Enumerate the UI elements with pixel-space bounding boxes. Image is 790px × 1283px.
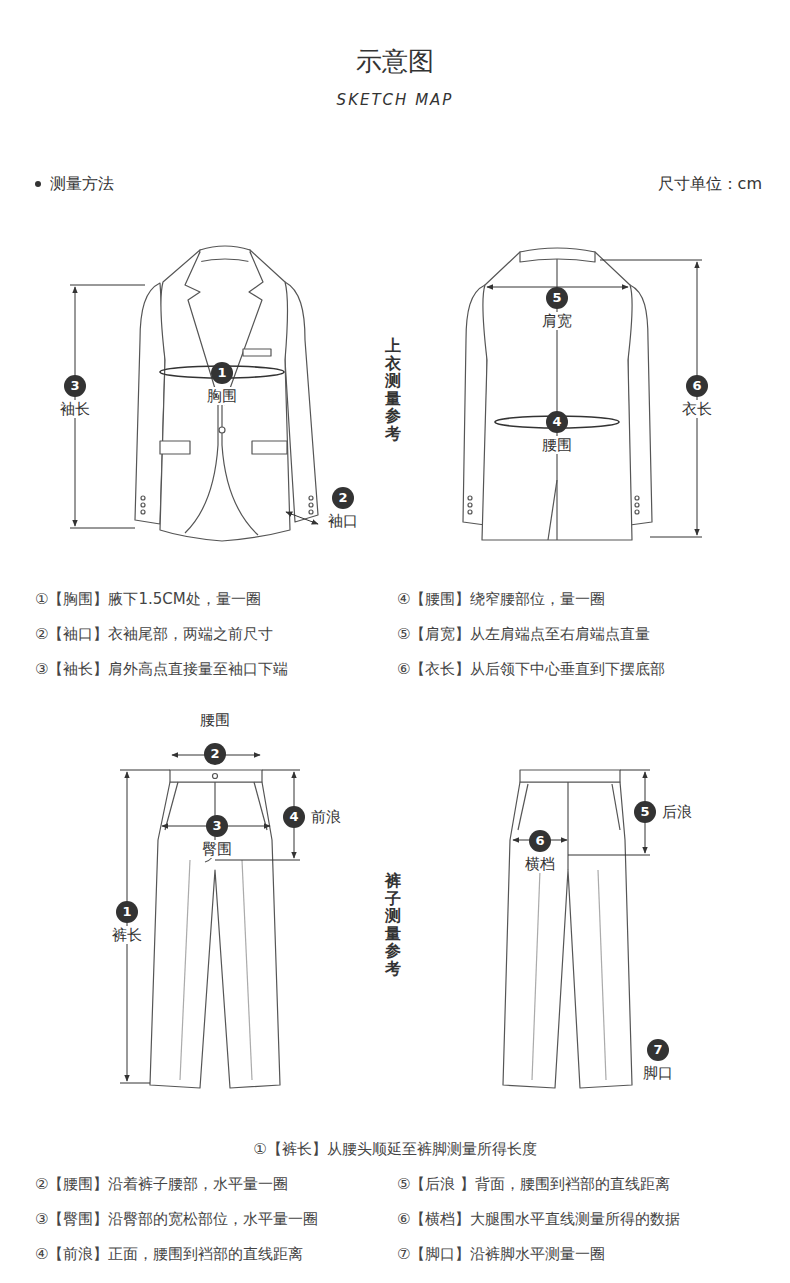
measure-name: 臀围 [200, 840, 234, 858]
callout-number: 4前浪 [283, 806, 305, 828]
callout-number: 4腰围 [546, 411, 568, 433]
measure-name: 腰围 [198, 711, 232, 729]
callout-digit: 6 [529, 830, 551, 852]
callout-digit: 3 [206, 815, 228, 837]
measure-name: 横档 [523, 855, 557, 873]
jacket-front [135, 246, 318, 541]
measure-note: ④【前浪】正面，腰围到裆部的直线距离 [35, 1245, 303, 1263]
subtitle: SKETCH MAP [337, 91, 454, 109]
measure-name: 裤长 [110, 926, 144, 944]
callout-number: 3臀围 [206, 815, 228, 837]
callout-number: 5肩宽 [546, 287, 568, 309]
measure-note: ⑦【脚口】沿裤脚水平测量一圈 [397, 1245, 605, 1263]
callout-digit: 2 [204, 743, 226, 765]
callout-digit: 1 [211, 362, 233, 384]
measure-name: 胸围 [205, 387, 239, 405]
callout-digit: 5 [634, 801, 656, 823]
measure-note: ②【腰围】沿着裤子腰部，水平量一圈 [35, 1175, 288, 1193]
callout-number: 2袖口 [332, 487, 354, 509]
callout-number: 5后浪 [634, 801, 656, 823]
measure-note: ①【裤长】从腰头顺延至裤脚测量所得长度 [253, 1140, 536, 1158]
measure-name: 脚口 [641, 1064, 675, 1082]
measure-note: ③【袖长】肩外高点直接量至袖口下端 [35, 660, 288, 678]
callout-number: 6横档 [529, 830, 551, 852]
callout-digit: 7 [647, 1039, 669, 1061]
callout-number: 3袖长 [64, 375, 86, 397]
measure-note: ②【袖口】衣袖尾部，两端之前尺寸 [35, 625, 273, 643]
measure-note: ⑤【后浪 】背面，腰围到裆部的直线距离 [397, 1175, 670, 1193]
section-heading: 测量方法 [50, 174, 114, 193]
measure-name: 后浪 [660, 803, 694, 821]
measure-name: 前浪 [309, 808, 343, 826]
unit-note: 尺寸单位：cm [658, 174, 762, 193]
measure-note: ⑥【横档】大腿围水平直线测量所得的数据 [397, 1210, 680, 1228]
callout-number: 6衣长 [686, 375, 708, 397]
measure-note: ④【腰围】绕窄腰部位，量一圈 [397, 590, 605, 608]
callout-number: 1裤长 [116, 901, 138, 923]
measure-name: 袖口 [326, 512, 360, 530]
measure-name: 肩宽 [540, 312, 574, 330]
vertical-section-title: 裤子测量参考 [385, 872, 401, 978]
measure-note: ⑤【肩宽】从左肩端点至右肩端点直量 [397, 625, 650, 643]
pants-front [150, 770, 280, 1088]
dimension-lines [487, 260, 702, 537]
measure-note: ①【胸围】腋下1.5CM处，量一圈 [35, 590, 261, 608]
callout-digit: 6 [686, 375, 708, 397]
measure-note: ③【臀围】沿臀部的宽松部位，水平量一圈 [35, 1210, 318, 1228]
measure-name: 袖长 [58, 400, 92, 418]
callout-digit: 4 [283, 806, 305, 828]
callout-number: 7脚口 [647, 1039, 669, 1061]
measure-note: ⑥【衣长】从后领下中心垂直到下摆底部 [397, 660, 665, 678]
measure-name: 腰围 [540, 436, 574, 454]
callout-digit: 2 [332, 487, 354, 509]
callout-digit: 1 [116, 901, 138, 923]
callout-digit: 5 [546, 287, 568, 309]
callout-number: 2腰围 [204, 743, 226, 765]
jacket-back [463, 248, 652, 540]
dimension-lines [513, 770, 650, 855]
pants-back [503, 770, 632, 1088]
bullet-dot [35, 181, 41, 187]
callout-digit: 4 [546, 411, 568, 433]
vertical-section-title: 上衣测量参考 [385, 337, 401, 443]
dimension-lines [120, 755, 300, 1083]
dimension-lines [70, 285, 318, 528]
callout-number: 1胸围 [211, 362, 233, 384]
callout-digit: 3 [64, 375, 86, 397]
page-title: 示意图 [356, 46, 434, 77]
measure-name: 衣长 [680, 400, 714, 418]
